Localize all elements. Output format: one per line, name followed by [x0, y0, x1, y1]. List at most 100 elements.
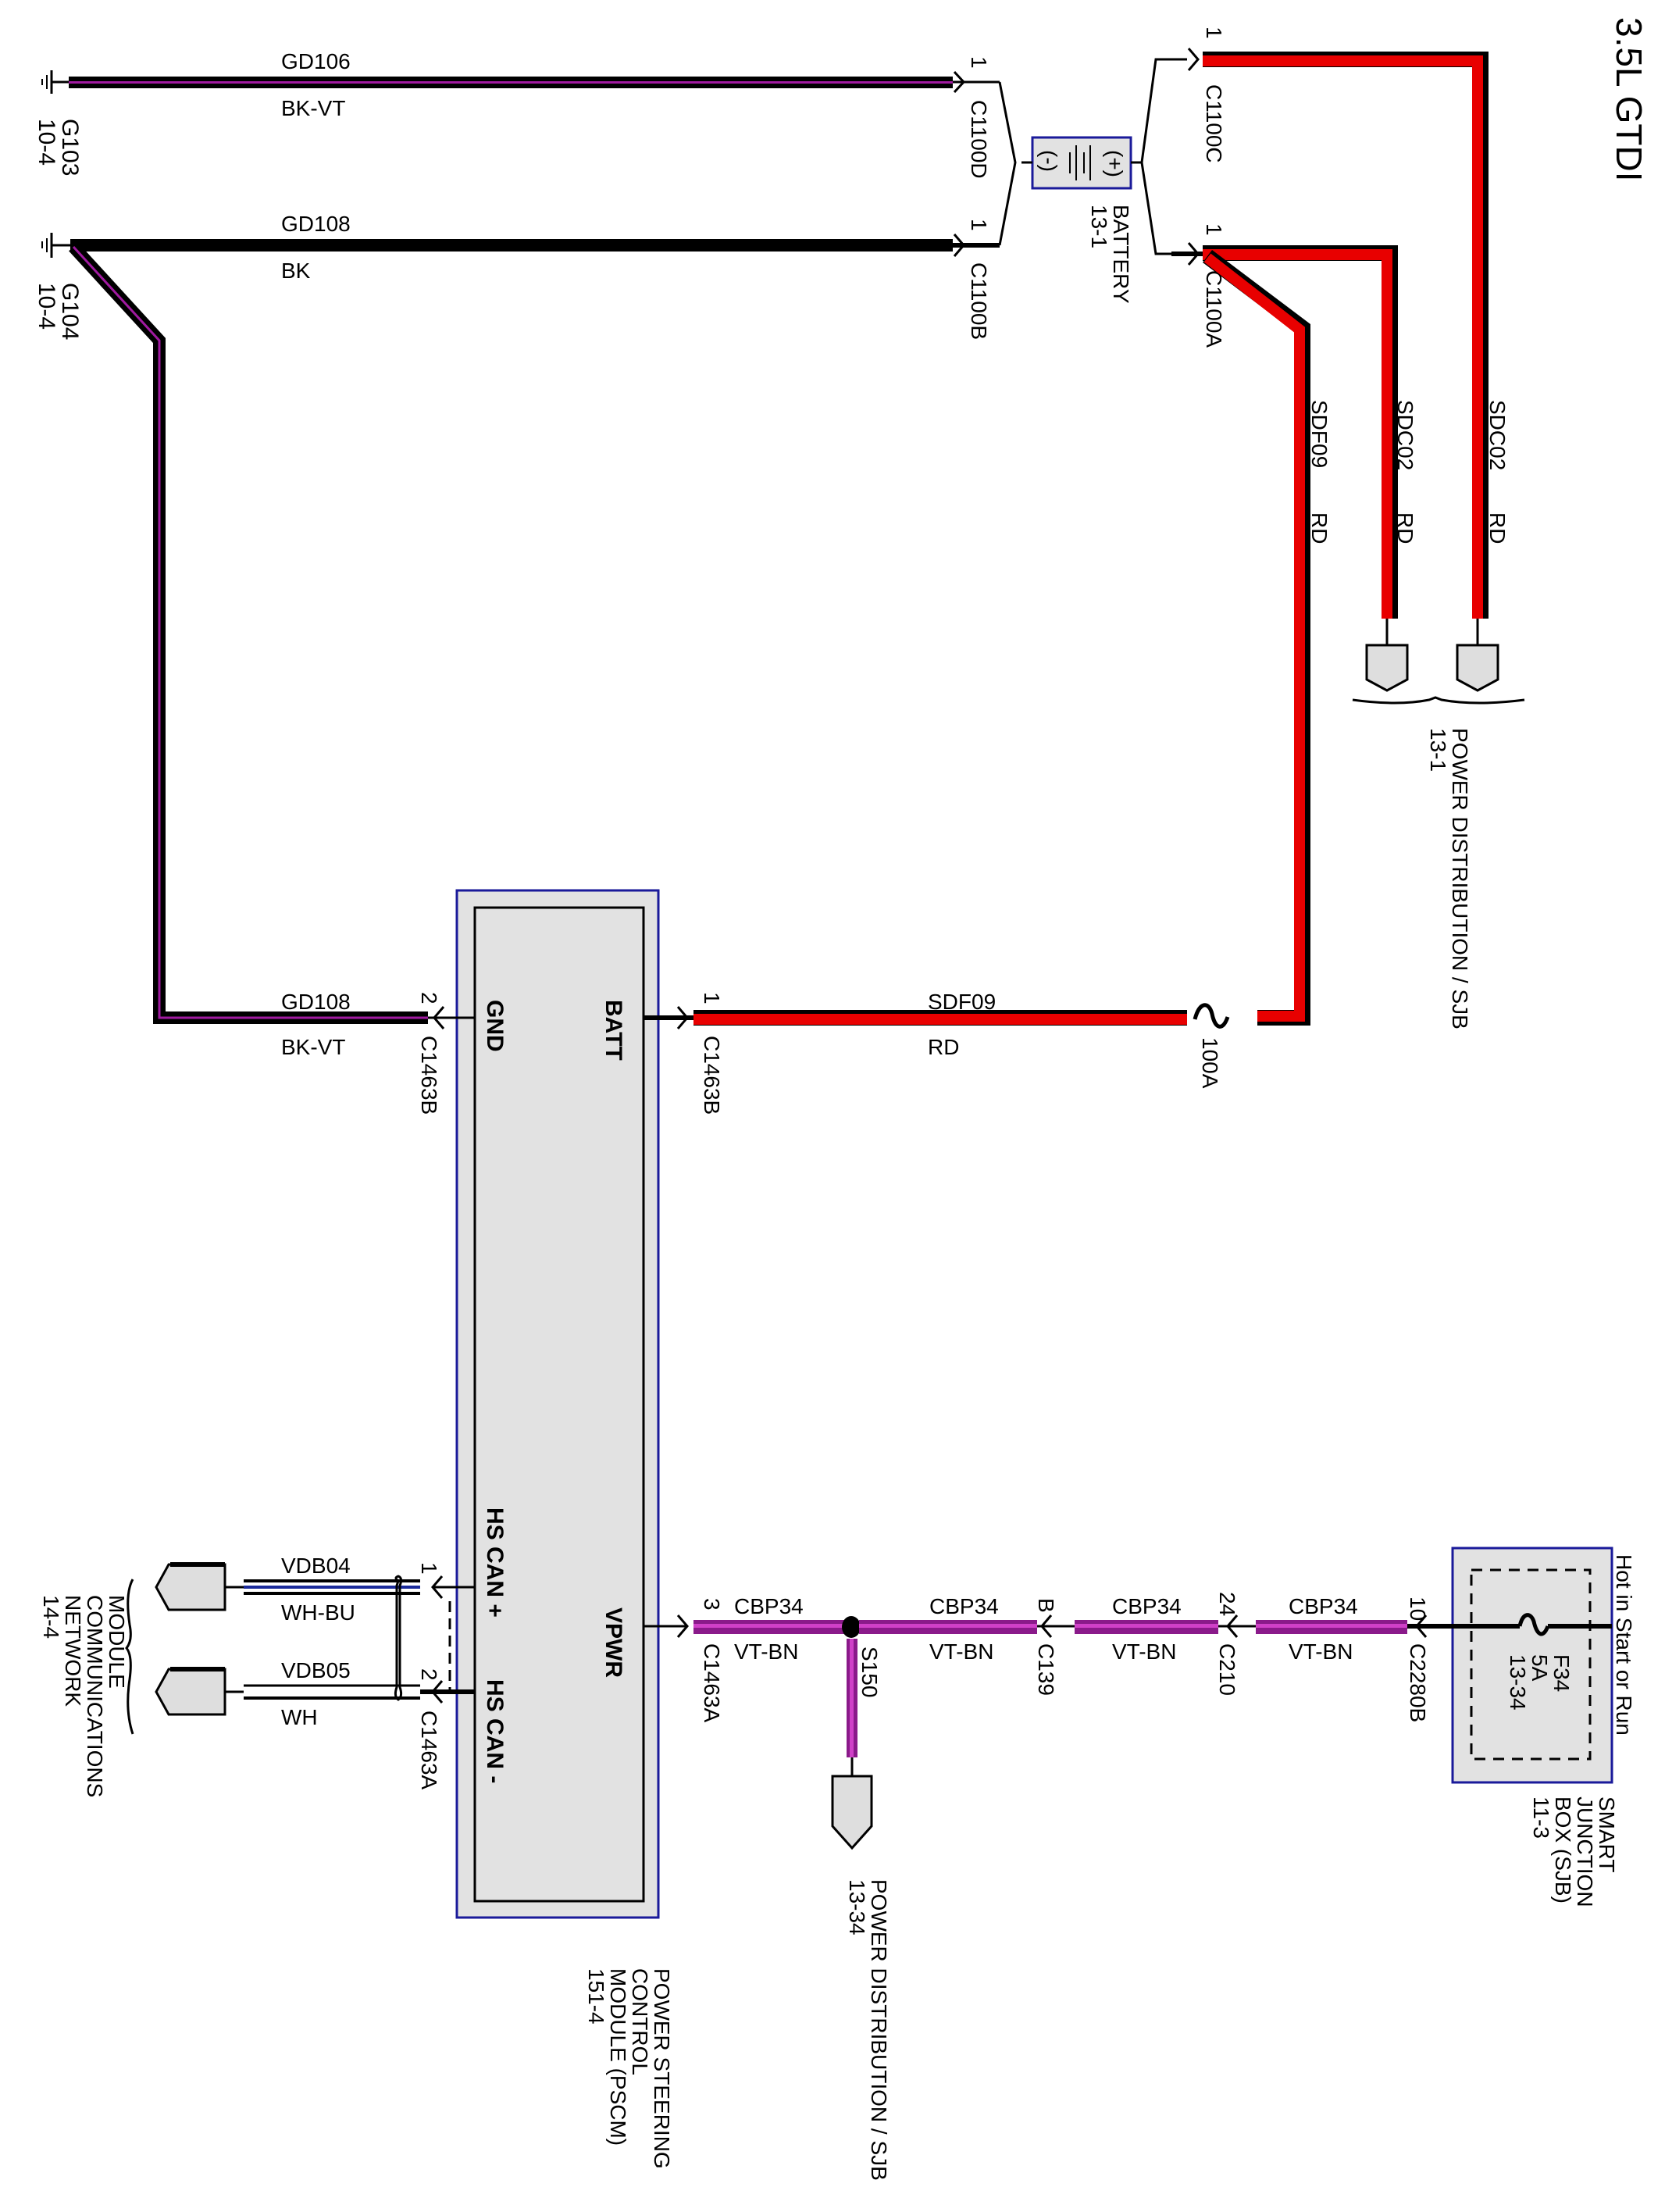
splice-s150[interactable]: S150 [842, 1616, 882, 1697]
terminal-pd-bottom[interactable] [831, 1775, 873, 1850]
ref-mcn-line2: COMMUNICATIONS [83, 1595, 107, 1797]
terminal-icon [1456, 644, 1499, 692]
pscm-module[interactable]: GND BATT VPWR HS CAN + HS CAN - [455, 889, 660, 1919]
fuse-icon [1517, 1613, 1550, 1636]
sjb-module[interactable]: F34 5A 13-34 [1445, 1547, 1613, 1784]
connector-chevron-icon [1187, 48, 1200, 71]
wire-gd108-pscm[interactable] [69, 242, 428, 1024]
pscm-label-line3: MODULE (PSCM) [606, 1968, 630, 2146]
ref-power-distribution-13-1[interactable]: POWER DISTRIBUTION / SJB 13-1 [1426, 728, 1472, 1029]
battery[interactable]: (-) (+) BATTERY 13-1 [1021, 136, 1142, 304]
battery-neg-lead [998, 81, 1017, 246]
connector-c139-pin: B [1034, 1598, 1058, 1613]
twisted-pair-icon [394, 1575, 403, 1701]
connector-c210[interactable]: 24 C210 [1215, 1592, 1256, 1696]
connector-c1463a-can-pos[interactable]: 1 [417, 1562, 475, 1599]
terminal-mcn-can-neg[interactable] [155, 1667, 226, 1716]
connector-c1100a[interactable]: 1 C1100A [1171, 223, 1226, 348]
wire-gd106-circuit: GD106 [281, 49, 351, 73]
connector-c2280b-name: C2280B [1406, 1643, 1430, 1722]
fuse-100a[interactable]: 100A [1193, 1003, 1230, 1089]
sjb-label-line4: 11-3 [1529, 1796, 1553, 1839]
fuse-f34-ref: 13-34 [1506, 1654, 1530, 1711]
fuse-icon [1193, 1003, 1230, 1029]
fuse-100a-rating: 100A [1198, 1037, 1222, 1089]
wire-vdb04-color: WH-BU [281, 1600, 355, 1625]
connector-c1463a-can-neg[interactable]: 2 C1463A [417, 1668, 475, 1790]
connector-c210-pin: 24 [1215, 1592, 1239, 1616]
wire-cbp34-seg3-circuit: CBP34 [1112, 1594, 1182, 1618]
terminal-mcn-can-pos[interactable] [155, 1562, 226, 1611]
sjb-label-line2: JUNCTION [1573, 1796, 1597, 1907]
connector-c139[interactable]: B C139 [1034, 1598, 1075, 1696]
ground-g103-ref: 10-4 [34, 119, 59, 166]
connector-c1100c[interactable]: 1 C1100C [1187, 27, 1226, 163]
wire-sdf09-pscm-circuit: SDF09 [928, 990, 996, 1014]
ref-pd-bottom-line2: 13-34 [845, 1879, 869, 1936]
ref-pd-bottom-line1: POWER DISTRIBUTION / SJB [867, 1879, 891, 2181]
wire-sdc02-b-circuit: SDC02 [1393, 400, 1417, 470]
diagram-title: 3.5L GTDI [1609, 17, 1649, 181]
wire-gd108-top-color: BK [281, 259, 311, 283]
ground-g103-id: G103 [57, 119, 83, 176]
connector-c1100b[interactable]: 1 C1100B [953, 219, 1000, 340]
pscm-pin-batt: BATT [601, 1000, 626, 1061]
ref-module-communications-network[interactable]: MODULE COMMUNICATIONS NETWORK 14-4 [39, 1595, 129, 1797]
wire-vdb05[interactable] [225, 1684, 420, 1700]
connector-c1100d-name: C1100D [967, 100, 991, 179]
wire-vdb04-circuit: VDB04 [281, 1554, 351, 1578]
wire-gd106[interactable] [69, 77, 953, 88]
ground-g104: G104 10-4 [34, 233, 83, 340]
wire-cbp34-s150-branch[interactable] [847, 1639, 857, 1776]
connector-c1463a-can-name: C1463A [417, 1711, 441, 1790]
connector-c1463b-gnd[interactable]: 2 C1463B [417, 992, 475, 1115]
wire-gd106-color: BK-VT [281, 96, 345, 120]
wire-cbp34-seg2[interactable] [859, 1620, 1037, 1634]
connector-c1100a-pin: 1 [1202, 223, 1226, 236]
ref-pd-top-line1: POWER DISTRIBUTION / SJB [1448, 728, 1472, 1029]
battery-name: BATTERY [1109, 205, 1133, 304]
connector-c2280b[interactable]: 10 C2280B [1406, 1597, 1445, 1722]
ground-g104-ref: 10-4 [34, 283, 59, 330]
pscm-pin-can-neg: HS CAN - [482, 1679, 508, 1783]
wire-cbp34-seg1-circuit: CBP34 [734, 1594, 804, 1618]
connector-c139-name: C139 [1034, 1643, 1058, 1696]
wire-sdf09-pscm-color: RD [928, 1035, 959, 1059]
connector-c1100b-pin: 1 [967, 219, 991, 231]
connector-c1463b-gnd-name: C1463B [417, 1036, 441, 1115]
pscm-label-line4: 151-4 [584, 1968, 608, 2025]
ref-mcn-line3: NETWORK [61, 1595, 85, 1707]
pscm-pin-vpwr: VPWR [601, 1607, 626, 1678]
wire-sdc02-a-circuit: SDC02 [1485, 400, 1510, 470]
connector-c1463b-batt[interactable]: 1 C1463B [644, 992, 724, 1115]
connector-c1463b-gnd-pin: 2 [417, 992, 441, 1004]
battery-pos-lead-c [1140, 58, 1187, 163]
terminal-pd-top-b[interactable] [1365, 619, 1409, 692]
battery-icon [1069, 145, 1091, 180]
sjb-label-line1: SMART [1595, 1796, 1619, 1873]
wire-cbp34-seg3-color: VT-BN [1112, 1639, 1176, 1664]
wire-gd108-top[interactable] [70, 239, 953, 252]
wire-cbp34-seg4[interactable] [1256, 1620, 1407, 1634]
wire-cbp34-seg1[interactable] [693, 1620, 847, 1634]
connector-chevron-icon [431, 1575, 444, 1599]
wire-sdc02-a[interactable] [1203, 52, 1489, 619]
wire-sdf09[interactable] [693, 250, 1310, 1026]
terminal-pd-top-a[interactable] [1456, 619, 1499, 692]
connector-c1100d-pin: 1 [967, 56, 991, 69]
ref-power-distribution-13-34[interactable]: POWER DISTRIBUTION / SJB 13-34 [845, 1879, 891, 2181]
ref-mcn-line1: MODULE [105, 1595, 129, 1689]
ref-mcn-line4: 14-4 [39, 1595, 63, 1639]
connector-c1100d[interactable]: 1 C1100D [953, 56, 1000, 179]
wire-cbp34-seg3[interactable] [1075, 1620, 1218, 1634]
wire-sdc02-b[interactable] [1203, 245, 1398, 619]
sjb-note: Hot in Start or Run [1612, 1554, 1636, 1736]
wire-sdf09-vert-circuit: SDF09 [1307, 400, 1332, 468]
battery-ref: 13-1 [1087, 205, 1111, 248]
connector-c1463a-vpwr-name: C1463A [700, 1643, 724, 1723]
wire-vdb04[interactable] [225, 1579, 420, 1595]
splice-s150-id: S150 [857, 1647, 882, 1697]
connector-c1463a-vpwr[interactable]: 3 C1463A [676, 1598, 724, 1723]
connector-c1100a-name: C1100A [1202, 270, 1226, 348]
